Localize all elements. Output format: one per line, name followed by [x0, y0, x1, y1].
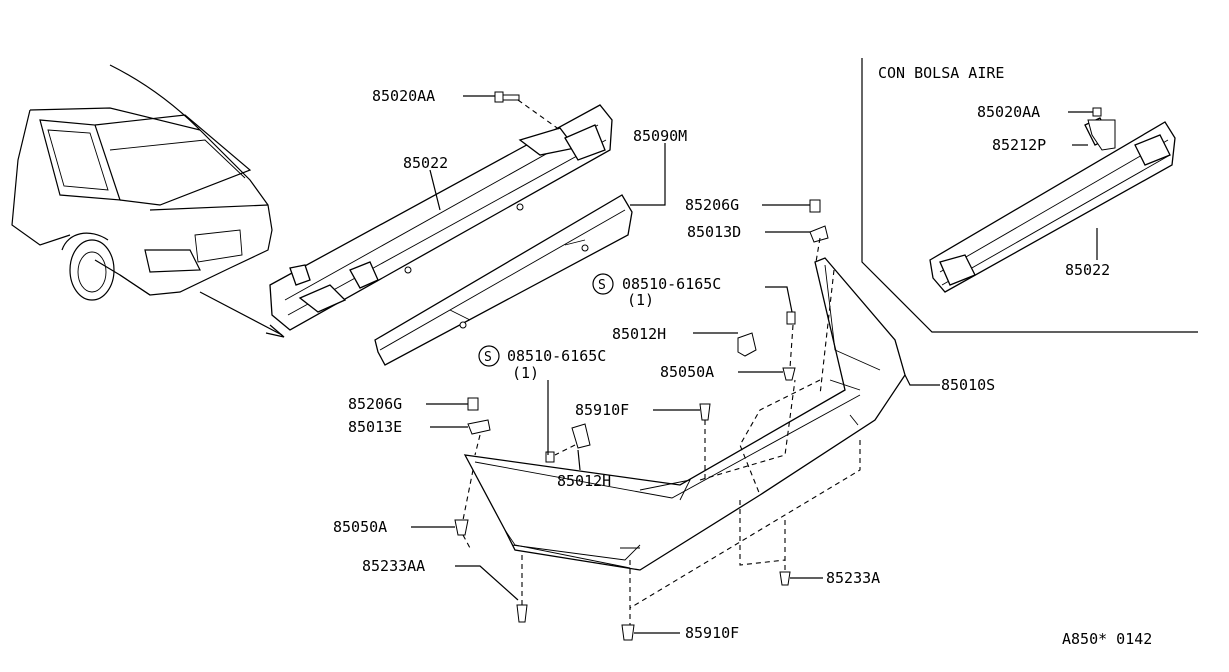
reinforcement-85022 — [269, 104, 613, 331]
screw-85233AA-icon — [516, 604, 528, 623]
airbag-variant-inset — [861, 58, 1198, 333]
label-85050A-left: 85050A — [333, 518, 387, 536]
label-85022-main: 85022 — [403, 154, 448, 172]
label-85013E: 85013E — [348, 418, 402, 436]
bolt-85020AA-icon — [494, 91, 520, 103]
clip-85013E-icon — [467, 419, 491, 435]
fasteners — [454, 91, 829, 641]
car-illustration — [11, 64, 285, 338]
clip-85013D-icon — [809, 225, 829, 243]
label-85012H-bottom: 85012H — [557, 472, 611, 490]
nut-85206G-right-icon — [809, 199, 821, 213]
footer-code: A850* 0142 — [1062, 630, 1152, 648]
screw-top-icon — [786, 311, 796, 325]
label-85012H-top: 85012H — [612, 325, 666, 343]
label-85233A: 85233A — [826, 569, 880, 587]
label-s-qty-right: (1) — [627, 291, 654, 309]
rivet-85910F-bottom-icon — [621, 624, 635, 641]
clip-85050A-right-icon — [782, 367, 796, 381]
label-85212P: 85212P — [992, 136, 1046, 154]
screw-85233A-icon — [779, 571, 791, 586]
label-85010S: 85010S — [941, 376, 995, 394]
leader-lines — [411, 95, 940, 634]
bracket-85012H-bottom-icon — [571, 423, 591, 449]
inset-title: CON BOLSA AIRE — [878, 64, 1004, 82]
bolt-85020AA-inset-icon — [1092, 107, 1102, 117]
label-85022-inset: 85022 — [1065, 261, 1110, 279]
rivet-85910F-mid-icon — [699, 403, 711, 421]
label-s-code-left: 08510-6165C — [507, 347, 606, 365]
label-85206G-left: 85206G — [348, 395, 402, 413]
s-symbol-right: S — [598, 278, 606, 293]
bracket-85012H-top-icon — [737, 332, 757, 357]
absorber-85090M — [374, 194, 633, 366]
label-85910F-bottom: 85910F — [685, 624, 739, 642]
label-85090M: 85090M — [633, 127, 687, 145]
s-symbol-left: S — [484, 350, 492, 365]
label-85206G-right: 85206G — [685, 196, 739, 214]
label-85910F-mid: 85910F — [575, 401, 629, 419]
label-s-qty-left: (1) — [512, 364, 539, 382]
installation-lines — [462, 99, 861, 625]
part-labels: CON BOLSA AIRE 85020AA 85022 85090M 8520… — [333, 64, 1152, 648]
label-85013D: 85013D — [687, 223, 741, 241]
label-85233AA: 85233AA — [362, 557, 425, 575]
nut-85206G-left-icon — [467, 397, 479, 411]
label-s-code-right: 08510-6165C — [622, 275, 721, 293]
label-85020AA-inset: 85020AA — [977, 103, 1040, 121]
label-85020AA-main: 85020AA — [372, 87, 435, 105]
clip-85050A-left-icon — [454, 519, 469, 536]
screw-bottom-icon — [545, 451, 555, 463]
standard-part-symbols: S S — [478, 273, 614, 367]
label-85050A-right: 85050A — [660, 363, 714, 381]
bumper-fascia-85010S — [463, 257, 906, 571]
bracket-85212P-icon — [1087, 119, 1116, 151]
